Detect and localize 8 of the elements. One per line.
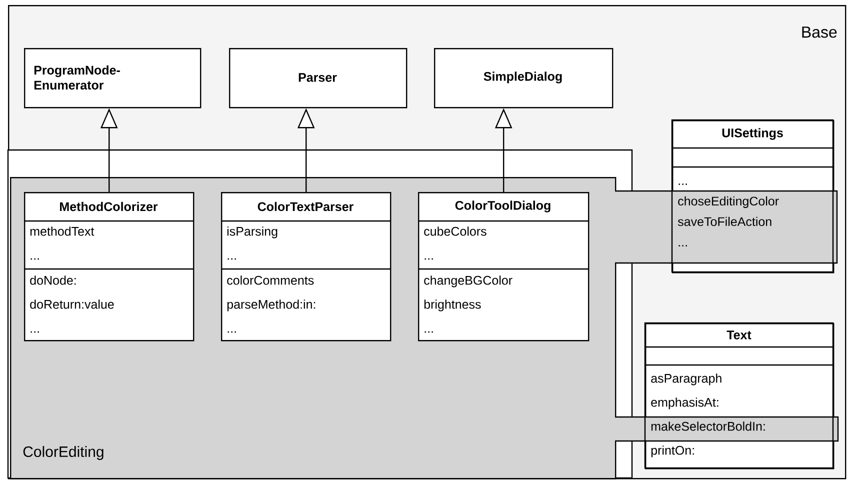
- class-box: ProgramNode- Enumerator: [24, 48, 202, 108]
- class-box: UISettings ... choseEditingColor saveToFileAction ...: [671, 119, 838, 274]
- class-box: MethodColorizer methodText ... doNode: doReturn:value ...: [24, 192, 194, 342]
- class-box: Text asParagraph emphasisAt: makeSelectorBoldIn: printOn:: [644, 322, 839, 470]
- class-box: Parser: [229, 48, 408, 108]
- class-box: ColorToolDialog cubeColors ... changeBGColor brightness ...: [418, 192, 590, 342]
- class-box: SimpleDialog: [434, 48, 614, 108]
- class-box: ColorTextParser isParsing ... colorComments parseMethod:in: ...: [221, 192, 392, 342]
